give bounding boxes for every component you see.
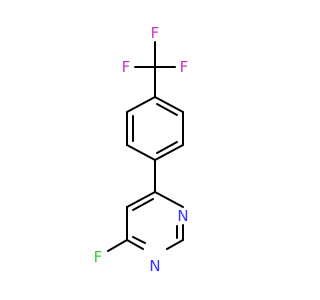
bond-pyr-3 (126, 239, 144, 250)
bond-pyr-1-double (132, 198, 154, 211)
bond-pyr-c-f (107, 239, 128, 252)
bond-pyr-1 (126, 191, 156, 208)
bond-pyr-3-double (132, 236, 146, 244)
bond-ring-3 (154, 144, 184, 161)
bond-ring-double-2 (156, 141, 178, 154)
atom-f-left: F (122, 58, 131, 76)
bond-ring-4 (126, 144, 156, 161)
atom-f-top: F (151, 24, 160, 42)
atom-labels: F F F N N F (94, 24, 189, 275)
atom-f-pyrimidine: F (94, 248, 103, 266)
bonds (107, 41, 184, 252)
atom-n-bottom: N (149, 257, 160, 275)
bond-ring-6 (126, 96, 156, 113)
bond-pyr-6 (154, 191, 184, 208)
atom-f-right: F (180, 58, 189, 76)
bond-ring-double-1 (156, 103, 178, 116)
molecule-structure: F F F N N F (94, 24, 189, 275)
bond-ring-1 (154, 96, 184, 113)
bond-pyr-4 (166, 239, 184, 250)
atom-n-right: N (177, 207, 188, 225)
